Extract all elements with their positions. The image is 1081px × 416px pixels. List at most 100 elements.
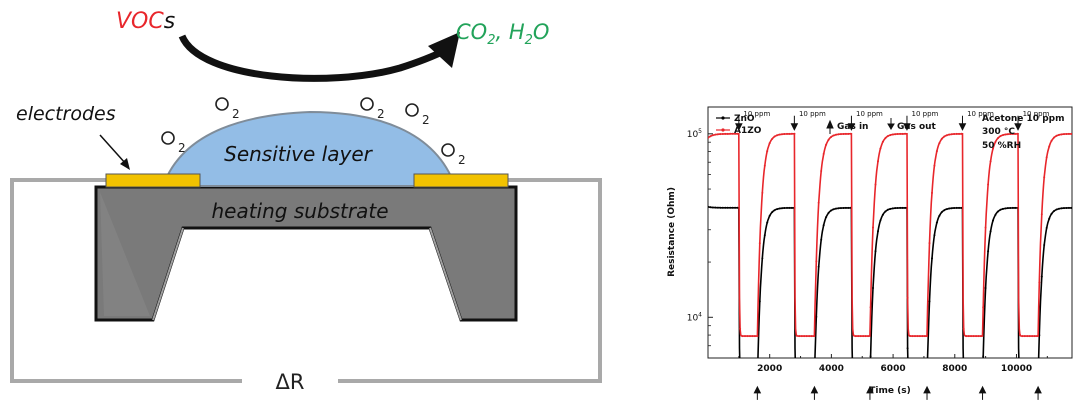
series-point bbox=[865, 380, 867, 382]
series-point bbox=[1040, 213, 1043, 216]
series-point bbox=[896, 207, 899, 209]
series-point bbox=[1043, 244, 1046, 246]
series-point bbox=[783, 133, 786, 135]
series-point bbox=[1036, 380, 1038, 382]
series-point bbox=[872, 287, 874, 289]
gas-in-arrow-icon bbox=[1014, 115, 1022, 131]
series-point bbox=[965, 335, 968, 338]
series-point bbox=[716, 133, 719, 136]
series-point bbox=[987, 250, 990, 253]
series-point bbox=[714, 206, 717, 209]
series-point bbox=[1018, 333, 1021, 336]
series-point bbox=[943, 209, 946, 212]
series-point bbox=[945, 208, 948, 211]
gas-out-legend-arrow bbox=[887, 118, 895, 130]
series-point bbox=[894, 207, 897, 210]
series-point bbox=[1028, 335, 1031, 338]
series-point bbox=[1055, 208, 1058, 211]
series-point bbox=[1026, 335, 1029, 338]
series-point bbox=[911, 335, 914, 338]
series-point bbox=[801, 380, 803, 382]
voc-label: VOCs bbox=[116, 9, 175, 34]
gas-in-legend-arrow bbox=[826, 119, 834, 134]
series-point bbox=[1067, 132, 1070, 135]
series-point bbox=[778, 207, 781, 210]
series-point bbox=[726, 132, 729, 135]
series-point bbox=[984, 226, 987, 229]
condition-line-2: 300 °C bbox=[982, 127, 1015, 137]
series-point bbox=[994, 213, 997, 216]
gas-in-arrow-icon bbox=[790, 115, 799, 131]
series-point bbox=[815, 315, 818, 318]
series-point bbox=[859, 335, 862, 338]
series-point bbox=[726, 206, 729, 209]
series-point bbox=[881, 140, 884, 143]
series-point bbox=[847, 132, 850, 135]
gas-out-arrow-icon bbox=[866, 385, 874, 400]
series-point bbox=[904, 132, 907, 135]
series-point bbox=[800, 335, 803, 338]
series-point bbox=[756, 380, 758, 382]
series-point bbox=[781, 207, 783, 210]
oxygen-circle-icon bbox=[360, 97, 374, 111]
series-point bbox=[1067, 206, 1070, 209]
series-point bbox=[714, 133, 717, 136]
series-point bbox=[1060, 133, 1063, 136]
series-point bbox=[842, 207, 845, 209]
series-point bbox=[855, 380, 857, 382]
y-tick-exponent: 5 bbox=[698, 128, 702, 135]
series-point bbox=[753, 335, 756, 338]
series-point bbox=[889, 134, 892, 137]
series-point bbox=[909, 335, 912, 337]
x-tick-label: 2000 bbox=[757, 364, 782, 374]
condition-line-3: 50 %RH bbox=[982, 141, 1021, 151]
series-point bbox=[751, 335, 754, 338]
series-point bbox=[965, 380, 967, 382]
series-point bbox=[721, 206, 724, 209]
series-point bbox=[766, 221, 769, 224]
series-point bbox=[958, 206, 961, 209]
series-point bbox=[948, 207, 951, 210]
series-point bbox=[758, 300, 761, 303]
series-point bbox=[899, 132, 902, 135]
series-point bbox=[1011, 132, 1014, 135]
series-point bbox=[1050, 139, 1053, 142]
series-point bbox=[874, 250, 877, 253]
series-point bbox=[852, 333, 855, 336]
series-point bbox=[912, 380, 914, 382]
series-point bbox=[899, 206, 902, 209]
series-line-zno bbox=[708, 206, 1072, 358]
series-point bbox=[771, 137, 774, 140]
series-point bbox=[835, 207, 837, 210]
series-point bbox=[758, 242, 761, 245]
series-point bbox=[813, 335, 816, 338]
series-point bbox=[1060, 207, 1063, 210]
series-point bbox=[921, 380, 923, 382]
series-point bbox=[746, 335, 749, 338]
series-point bbox=[783, 207, 786, 209]
pulse-label: 10 ppm bbox=[799, 110, 826, 118]
h2o-sub: 2 bbox=[525, 33, 533, 48]
series-point bbox=[731, 206, 734, 209]
oxygen-subscript: 2 bbox=[178, 141, 186, 155]
series-point bbox=[987, 183, 990, 186]
series-point bbox=[921, 335, 924, 338]
electrode-left bbox=[105, 173, 201, 188]
series-point bbox=[822, 152, 825, 155]
series-point bbox=[709, 206, 712, 209]
series-point bbox=[736, 206, 739, 209]
series-point bbox=[808, 335, 811, 338]
series-point bbox=[1034, 380, 1036, 382]
series-point bbox=[796, 380, 798, 382]
series-point bbox=[854, 335, 857, 338]
series-point bbox=[955, 206, 958, 209]
series-point bbox=[958, 132, 961, 135]
series-point bbox=[945, 134, 948, 137]
series-point bbox=[916, 335, 919, 338]
series-point bbox=[919, 380, 921, 382]
series-point bbox=[891, 133, 894, 136]
series-point bbox=[1043, 176, 1046, 179]
